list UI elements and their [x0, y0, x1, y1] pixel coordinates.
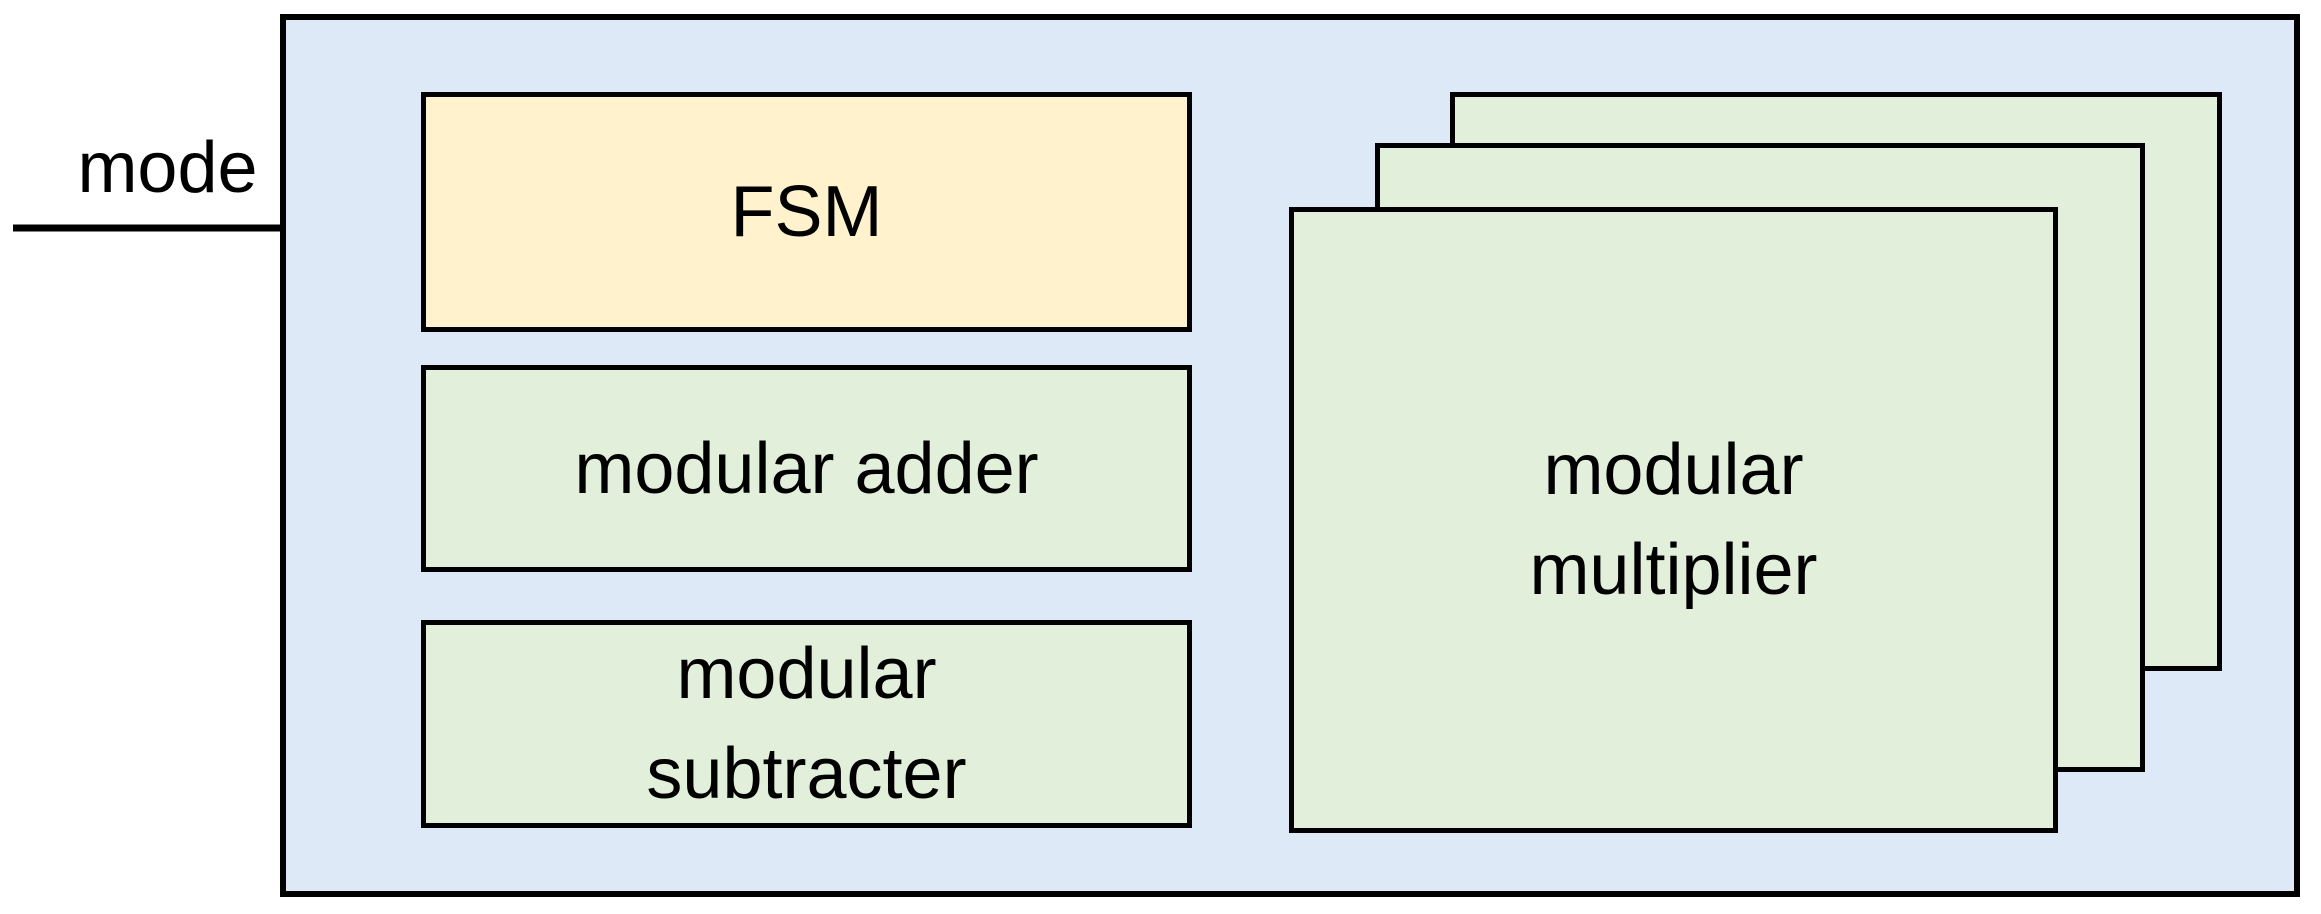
fsm-block: FSM: [421, 92, 1192, 332]
modular-multiplier-label-line1: modular: [1543, 430, 1804, 510]
modular-subtracter-label-line2: subtracter: [646, 734, 967, 814]
modular-multiplier-label-line2: multiplier: [1529, 530, 1818, 610]
modular-subtracter-block: modular subtracter: [421, 620, 1192, 828]
modular-adder-block: modular adder: [421, 365, 1192, 572]
modular-adder-label: modular adder: [574, 428, 1039, 509]
fsm-block-label: FSM: [730, 172, 883, 252]
mode-input-label: mode: [77, 128, 258, 208]
modular-subtracter-label-line1: modular: [676, 634, 937, 714]
modular-multiplier-block: modular multiplier: [1289, 207, 2058, 833]
